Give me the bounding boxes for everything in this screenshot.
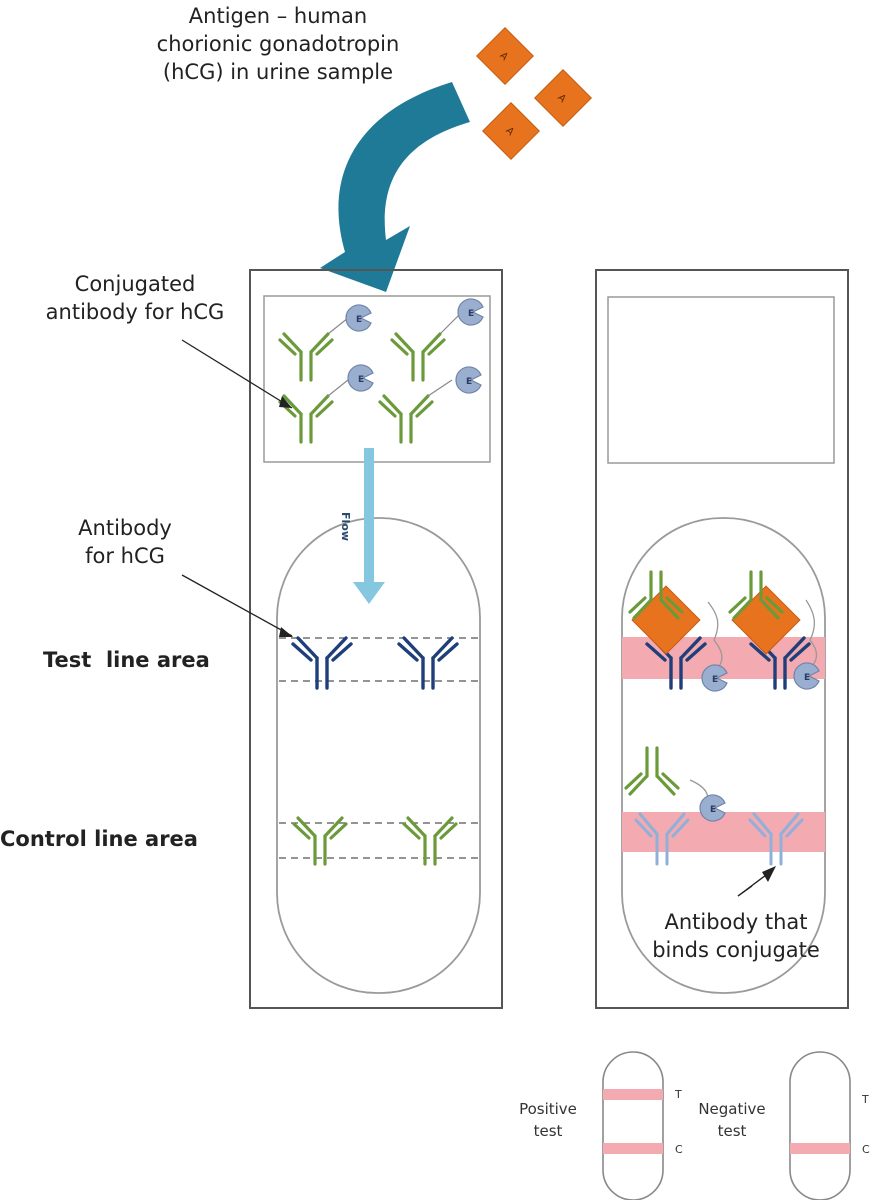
test-line-area-label: Test line area bbox=[43, 648, 210, 672]
left-test-strip bbox=[249, 269, 503, 1009]
antibody-caption: Antibody for hCG bbox=[40, 514, 210, 570]
right-test-strip bbox=[595, 269, 849, 1009]
negative-control-band bbox=[790, 1143, 850, 1154]
conjugated-antibody bbox=[278, 364, 374, 444]
antigen-caption-line1: Antigen – human bbox=[188, 4, 368, 28]
positive-test-band bbox=[603, 1089, 663, 1100]
bound-complex bbox=[628, 570, 728, 692]
antigen-square: A bbox=[482, 102, 540, 160]
flow-label: Flow bbox=[339, 512, 352, 542]
antibody-caption-line2: for hCG bbox=[85, 544, 165, 568]
positive-c-marker: C bbox=[675, 1143, 683, 1156]
antibody-caption-line1: Antibody bbox=[78, 516, 172, 540]
control-line-area-label: Control line area bbox=[0, 827, 198, 851]
binds-caption-line2: binds conjugate bbox=[652, 938, 820, 962]
membrane-window-result bbox=[621, 517, 826, 994]
control-antibody bbox=[292, 816, 348, 866]
positive-label-line1: Positive bbox=[519, 1100, 577, 1118]
conjugated-antibody bbox=[378, 366, 482, 444]
membrane-window bbox=[276, 517, 481, 994]
antigen-caption-line2: chorionic gonadotropin bbox=[156, 32, 400, 56]
control-antibody bbox=[402, 816, 458, 866]
sample-flow-arrow bbox=[320, 82, 470, 292]
antigen-caption: Antigen – human chorionic gonadotropin (… bbox=[128, 2, 428, 86]
antigen-square: A bbox=[534, 69, 592, 127]
negative-t-marker: T bbox=[862, 1093, 869, 1106]
conjugate-pad bbox=[263, 295, 491, 463]
positive-test-label: Positive test bbox=[507, 1098, 589, 1142]
conjugated-antibody bbox=[390, 298, 484, 382]
binds-conjugate-caption: Antibody that binds conjugate bbox=[633, 908, 839, 964]
positive-t-marker: T bbox=[675, 1088, 682, 1101]
negative-label-line1: Negative bbox=[698, 1100, 766, 1118]
control-complex bbox=[624, 746, 726, 866]
positive-label-line2: test bbox=[533, 1122, 563, 1140]
negative-c-marker: C bbox=[862, 1143, 870, 1156]
negative-test-label: Negative test bbox=[684, 1098, 780, 1142]
antibody-pointer bbox=[181, 574, 293, 637]
negative-result-strip bbox=[789, 1051, 851, 1200]
binds-caption-line1: Antibody that bbox=[664, 910, 808, 934]
conjugated-caption-line1: Conjugated bbox=[74, 272, 196, 296]
antigen-caption-line3: (hCG) in urine sample bbox=[162, 60, 394, 84]
conjugated-caption-line2: antibody for hCG bbox=[45, 300, 225, 324]
negative-label-line2: test bbox=[717, 1122, 747, 1140]
bound-complex bbox=[728, 570, 820, 690]
antigen-square: A bbox=[476, 27, 534, 85]
conjugated-antibody bbox=[278, 304, 372, 382]
flow-arrow bbox=[353, 448, 385, 604]
positive-result-strip bbox=[602, 1051, 664, 1200]
conjugated-caption: Conjugated antibody for hCG bbox=[30, 270, 240, 326]
positive-control-band bbox=[603, 1143, 663, 1154]
empty-conjugate-pad bbox=[607, 296, 835, 464]
conjugated-pointer bbox=[181, 339, 293, 409]
